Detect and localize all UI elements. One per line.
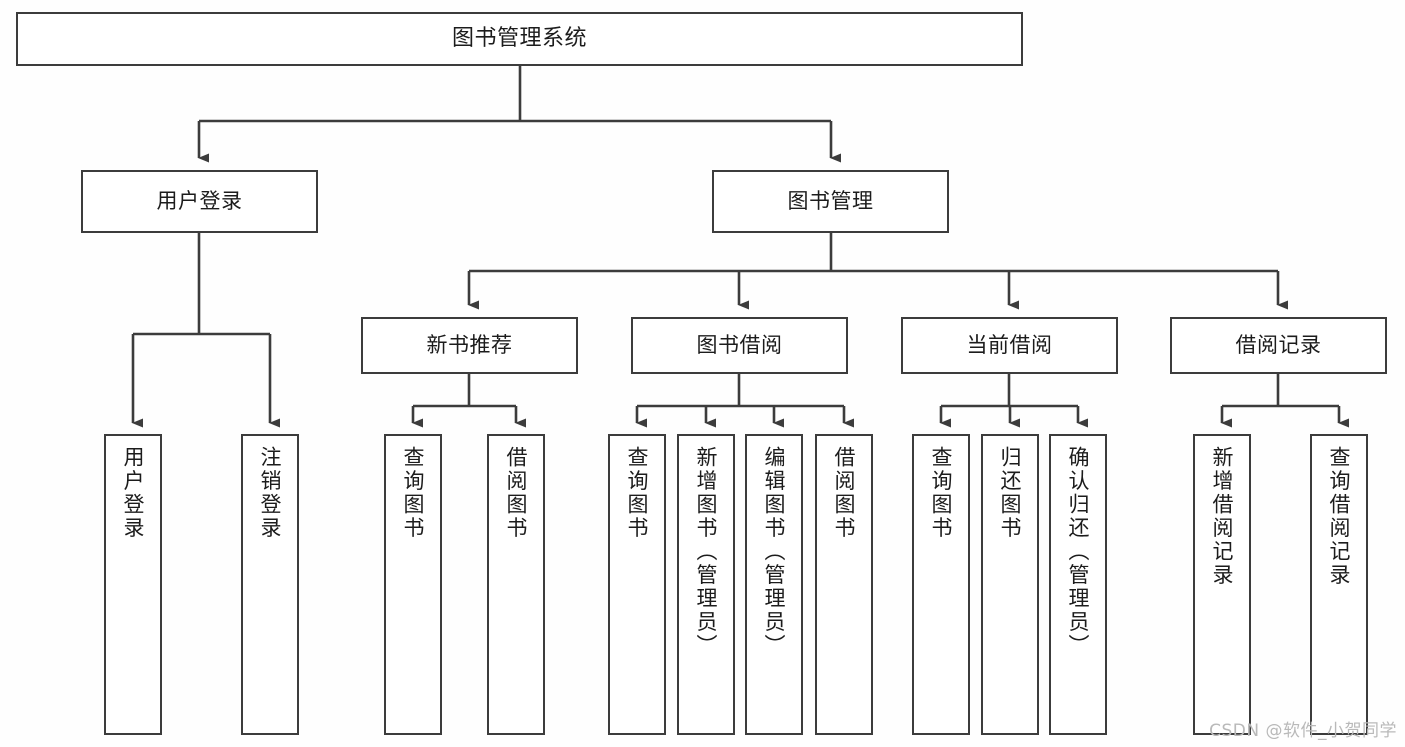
- leaf-new-book-query-book[interactable]: 查询图书: [384, 434, 442, 735]
- leaf-user-login-login[interactable]: 用户登录: [104, 434, 162, 735]
- node-label: 借阅记录: [1235, 333, 1322, 358]
- node-label: 图书借阅: [696, 333, 783, 358]
- node-label: 借阅图书: [832, 446, 857, 540]
- node-label: 新书推荐: [426, 333, 513, 358]
- node-new-book-recommend[interactable]: 新书推荐: [361, 317, 578, 374]
- csdn-watermark: CSDN @软件_小贺同学: [1209, 721, 1397, 741]
- node-label: 新增图书（管理员）: [694, 446, 719, 658]
- node-book-management[interactable]: 图书管理: [712, 170, 949, 233]
- leaf-borrow-record-add-record[interactable]: 新增借阅记录: [1193, 434, 1251, 735]
- node-label: 归还图书: [998, 446, 1023, 540]
- node-label: 注销登录: [258, 446, 283, 540]
- node-book-borrow[interactable]: 图书借阅: [631, 317, 848, 374]
- leaf-book-borrow-borrow-book[interactable]: 借阅图书: [815, 434, 873, 735]
- leaf-book-borrow-edit-book-admin[interactable]: 编辑图书（管理员）: [745, 434, 803, 735]
- node-label: 编辑图书（管理员）: [762, 446, 787, 658]
- leaf-book-borrow-add-book-admin[interactable]: 新增图书（管理员）: [677, 434, 735, 735]
- leaf-current-borrow-return-book[interactable]: 归还图书: [981, 434, 1039, 735]
- node-label: 查询图书: [401, 446, 426, 540]
- node-label: 查询图书: [929, 446, 954, 540]
- node-label: 新增借阅记录: [1210, 446, 1235, 587]
- node-label: 查询借阅记录: [1327, 446, 1352, 587]
- node-borrow-record[interactable]: 借阅记录: [1170, 317, 1387, 374]
- node-user-login[interactable]: 用户登录: [81, 170, 318, 233]
- node-label: 确认归还（管理员）: [1066, 446, 1091, 658]
- node-label: 用户登录: [121, 446, 146, 540]
- leaf-current-borrow-confirm-return-admin[interactable]: 确认归还（管理员）: [1049, 434, 1107, 735]
- node-label: 查询图书: [625, 446, 650, 540]
- node-root-book-management-system[interactable]: 图书管理系统: [16, 12, 1023, 66]
- node-label: 当前借阅: [966, 333, 1053, 358]
- node-label: 用户登录: [156, 189, 243, 214]
- node-label: 图书管理: [787, 189, 874, 214]
- node-label: 借阅图书: [504, 446, 529, 540]
- leaf-book-borrow-query-book[interactable]: 查询图书: [608, 434, 666, 735]
- leaf-borrow-record-query-record[interactable]: 查询借阅记录: [1310, 434, 1368, 735]
- leaf-new-book-borrow-book[interactable]: 借阅图书: [487, 434, 545, 735]
- leaf-user-login-logout[interactable]: 注销登录: [241, 434, 299, 735]
- node-label: 图书管理系统: [451, 25, 587, 51]
- leaf-current-borrow-query-book[interactable]: 查询图书: [912, 434, 970, 735]
- node-current-borrow[interactable]: 当前借阅: [901, 317, 1118, 374]
